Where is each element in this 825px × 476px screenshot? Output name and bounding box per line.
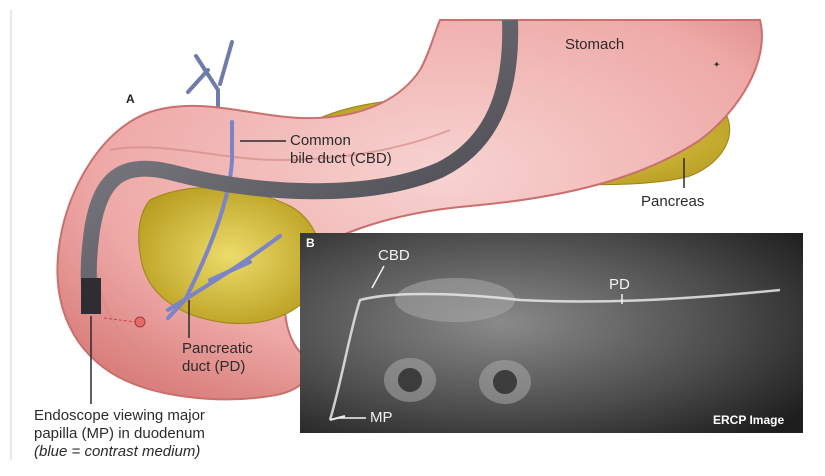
endoscope-label-line2: papilla (MP) in duodenum — [34, 425, 205, 443]
stomach-label: Stomach — [565, 36, 624, 54]
xray-cbd-label: CBD — [378, 247, 410, 265]
pd-label-line1: Pancreatic — [182, 340, 253, 358]
pancreas-label: Pancreas — [641, 193, 704, 211]
cbd-label-line2: bile duct (CBD) — [290, 150, 392, 168]
endoscope-label-line3: (blue = contrast medium) — [34, 443, 200, 461]
cbd-label-line1: Common — [290, 132, 351, 150]
ercp-panel — [300, 233, 803, 433]
panel-b-letter: B — [306, 236, 315, 250]
endoscope-tip — [81, 278, 101, 314]
endoscope-label-line1: Endoscope viewing major — [34, 407, 205, 425]
ercp-caption: ERCP Image — [713, 413, 784, 427]
xray-mp-label: MP — [370, 409, 393, 427]
scale-mark: ✦ — [712, 60, 723, 68]
panel-a-letter: A — [126, 92, 135, 106]
xray-pd-label: PD — [609, 276, 630, 294]
pd-label-line2: duct (PD) — [182, 358, 245, 376]
papilla — [135, 317, 145, 327]
